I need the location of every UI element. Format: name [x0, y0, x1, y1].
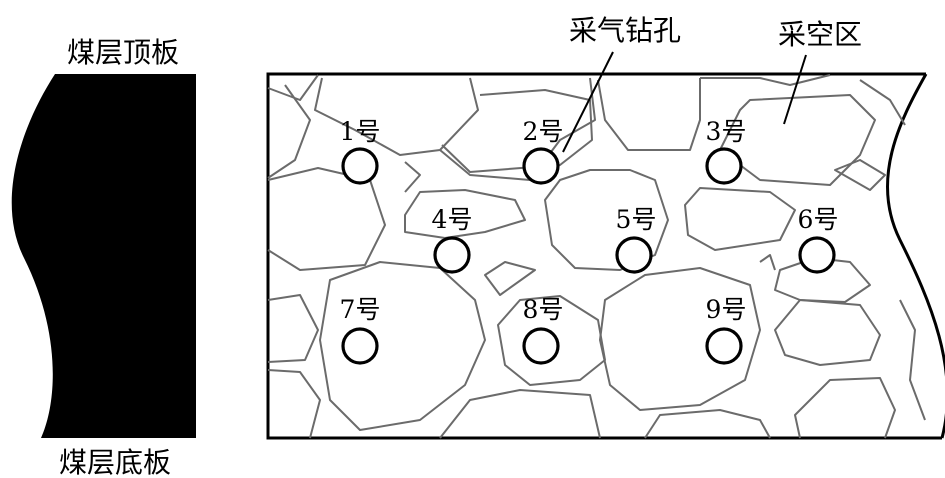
- roof-label: 煤层顶板: [67, 36, 179, 69]
- borehole-circle: [341, 327, 379, 365]
- drill-hole-pointer: [562, 51, 614, 153]
- borehole-circle: [705, 327, 743, 365]
- borehole-circle: [341, 147, 379, 185]
- goaf-label: 采空区: [778, 18, 862, 51]
- borehole-label: 8号: [523, 295, 564, 324]
- broken-rock-blocks: [267, 74, 926, 439]
- floor-label: 煤层底板: [59, 446, 171, 478]
- borehole-label: 9号: [706, 295, 747, 324]
- borehole-circle: [615, 236, 653, 274]
- borehole-7: 7号: [340, 295, 381, 365]
- goaf-region: [266, 72, 945, 440]
- borehole-label: 1号: [340, 117, 381, 146]
- borehole-label: 7号: [340, 295, 381, 324]
- borehole-circle: [433, 236, 471, 274]
- borehole-circle: [522, 327, 560, 365]
- borehole-5: 5号: [615, 205, 657, 274]
- borehole-3: 3号: [705, 117, 747, 185]
- borehole-1: 1号: [340, 117, 381, 185]
- borehole-label: 6号: [798, 205, 839, 234]
- borehole-label: 5号: [616, 205, 657, 234]
- gas-drill-hole-label: 采气钻孔: [569, 14, 681, 47]
- goaf-outline: [266, 72, 942, 440]
- borehole-9: 9号: [705, 295, 747, 365]
- borehole-8: 8号: [522, 295, 564, 365]
- borehole-6: 6号: [798, 205, 839, 274]
- borehole-2: 2号: [522, 117, 564, 185]
- borehole-circle: [798, 236, 836, 274]
- borehole-circle: [705, 147, 743, 185]
- borehole-circle: [522, 147, 560, 185]
- borehole-label: 3号: [706, 117, 747, 146]
- coal-seam-section: [11, 74, 196, 438]
- goaf-right-wall: [885, 73, 945, 439]
- borehole-label: 4号: [432, 205, 473, 234]
- goaf-pointer: [783, 54, 807, 125]
- borehole-4: 4号: [432, 205, 473, 274]
- borehole-label: 2号: [523, 117, 564, 146]
